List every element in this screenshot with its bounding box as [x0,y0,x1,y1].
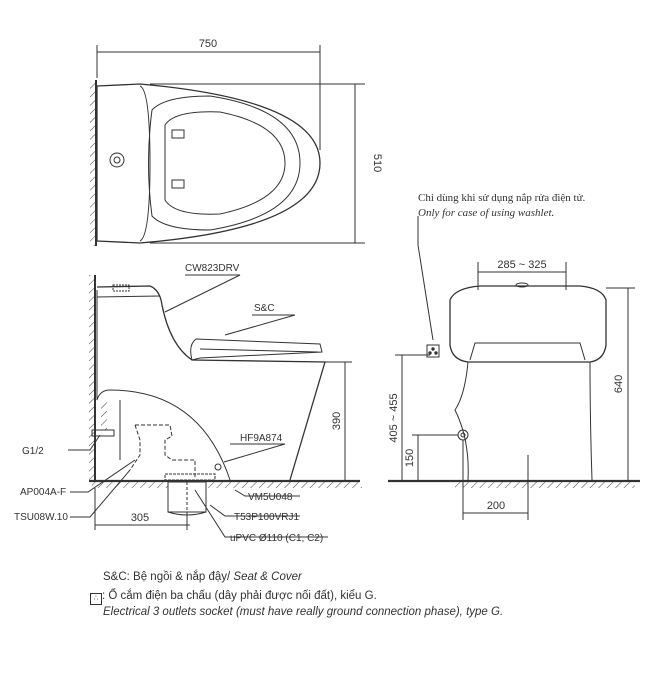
legend-socket-en: Electrical 3 outlets socket (must have r… [103,606,504,618]
label-vm5u048: VM5U048 [248,492,293,503]
dim-640: 640 [613,375,625,393]
wall-hatch [90,80,96,246]
dim-405-455: 405 ~ 455 [388,393,400,442]
top-view [90,45,365,246]
dim-200: 200 [487,500,505,512]
socket-legend-icon: ∴ [90,593,102,605]
label-tsu08w10: TSU08W.10 [14,512,68,523]
dim-305: 305 [131,512,149,524]
dim-150: 150 [404,449,416,467]
dim-390: 390 [331,412,343,430]
legend-socket-vi: : Ổ cắm điện ba chấu (dây phải được nối … [102,590,377,602]
label-ap004a-f: AP004A-F [20,487,66,498]
dim-285-325: 285 ~ 325 [497,259,546,271]
front-view [388,216,640,520]
label-hf9a874: HF9A874 [240,433,283,444]
side-view [68,274,362,538]
label-upvc: uPVC Ø110 (C1, C2) [230,533,323,544]
legend-sc-en: Seat & Cover [233,571,302,583]
legend-sc-text: S&C: Bệ ngồi & nắp đậy/ [103,571,234,583]
note-vi: Chỉ dùng khi sử dụng nắp rửa điện tử. [418,192,586,204]
label-g12: G1/2 [22,446,44,457]
legend-sc: S&C: Bệ ngồi & nắp đậy/ Seat & Cover [103,571,302,583]
dim-510: 510 [371,154,383,172]
legend-socket: ∴: Ổ cắm điện ba chấu (dây phải được nối… [90,590,377,605]
dim-750: 750 [199,38,217,50]
label-cw823drv: CW823DRV [185,263,240,274]
label-t53p100vrj1: T53P100VRJ1 [234,512,299,523]
socket-icon [426,344,440,358]
label-sc: S&C [254,303,275,314]
note-en: Only for case of using washlet. [418,207,554,219]
